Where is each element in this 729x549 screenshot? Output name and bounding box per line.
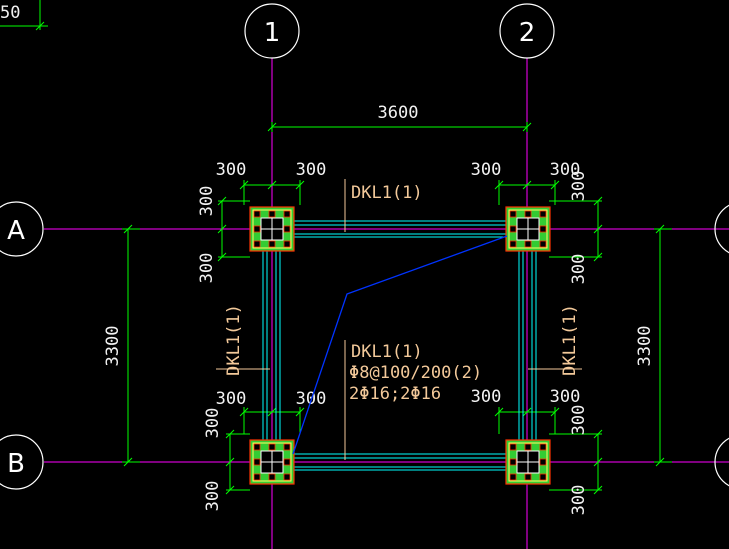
axis-label-2: 2 [519,18,536,48]
axis-bubble-2[interactable]: 2 [499,3,555,59]
corner-fragment [0,0,48,31]
beam-left[interactable] [262,251,281,440]
axis-bubble-right-partial [714,204,729,487]
dim-top-right-1: 300 [471,160,502,180]
beam-center-label[interactable]: DKL1(1) [351,342,423,362]
axis-bubble-b[interactable]: B [0,434,44,490]
dim-right-a-1: 300 [569,171,589,202]
dim-right-b-1: 300 [569,405,589,436]
dim-span-y-right-text: 3300 [635,326,655,367]
dim-top-left-1: 300 [216,160,247,180]
dim-left-b-2: 300 [203,481,223,512]
axis-label-a: A [7,216,25,246]
dimension-lines [122,122,672,495]
axis-label-1: 1 [264,18,281,48]
selection-polyline[interactable] [292,235,508,455]
column-2-b[interactable] [505,439,551,485]
axis-label-b: B [7,449,25,479]
axis-bubble-a[interactable]: A [0,201,44,257]
column-2-a[interactable] [505,206,551,252]
column-1-b[interactable] [249,439,295,485]
dim-span-x-text: 3600 [378,103,419,123]
beam-right[interactable] [518,251,537,440]
dim-span-y-left-text: 3300 [103,326,123,367]
dim-left-a-2: 300 [197,253,217,284]
corner-fragment-text: 50 [0,3,20,23]
dim-bottom-right-1: 300 [471,387,502,407]
dim-right-b-2: 300 [569,485,589,516]
beam-right-label[interactable]: DKL1(1) [560,304,580,376]
beam-top[interactable] [294,220,506,238]
columns [249,206,551,485]
dim-top-right-2: 300 [550,160,581,180]
beam-top-label[interactable]: DKL1(1) [351,183,423,203]
dim-left-b-1: 300 [203,408,223,439]
dim-bottom-right-2: 300 [550,387,581,407]
beam-center-rebar[interactable]: 2Φ16;2Φ16 [349,384,441,404]
beam-bottom[interactable] [294,453,506,471]
column-1-a[interactable] [249,206,295,252]
beam-left-label[interactable]: DKL1(1) [224,304,244,376]
dim-left-a-1: 300 [197,186,217,217]
label-leaders [216,179,582,460]
beam-center-stirrup[interactable]: Φ8@100/200(2) [349,363,482,383]
axis-bubble-1[interactable]: 1 [244,3,300,59]
dim-right-a-2: 300 [569,254,589,285]
dim-top-left-2: 300 [296,160,327,180]
dim-bottom-left-1: 300 [216,389,247,409]
